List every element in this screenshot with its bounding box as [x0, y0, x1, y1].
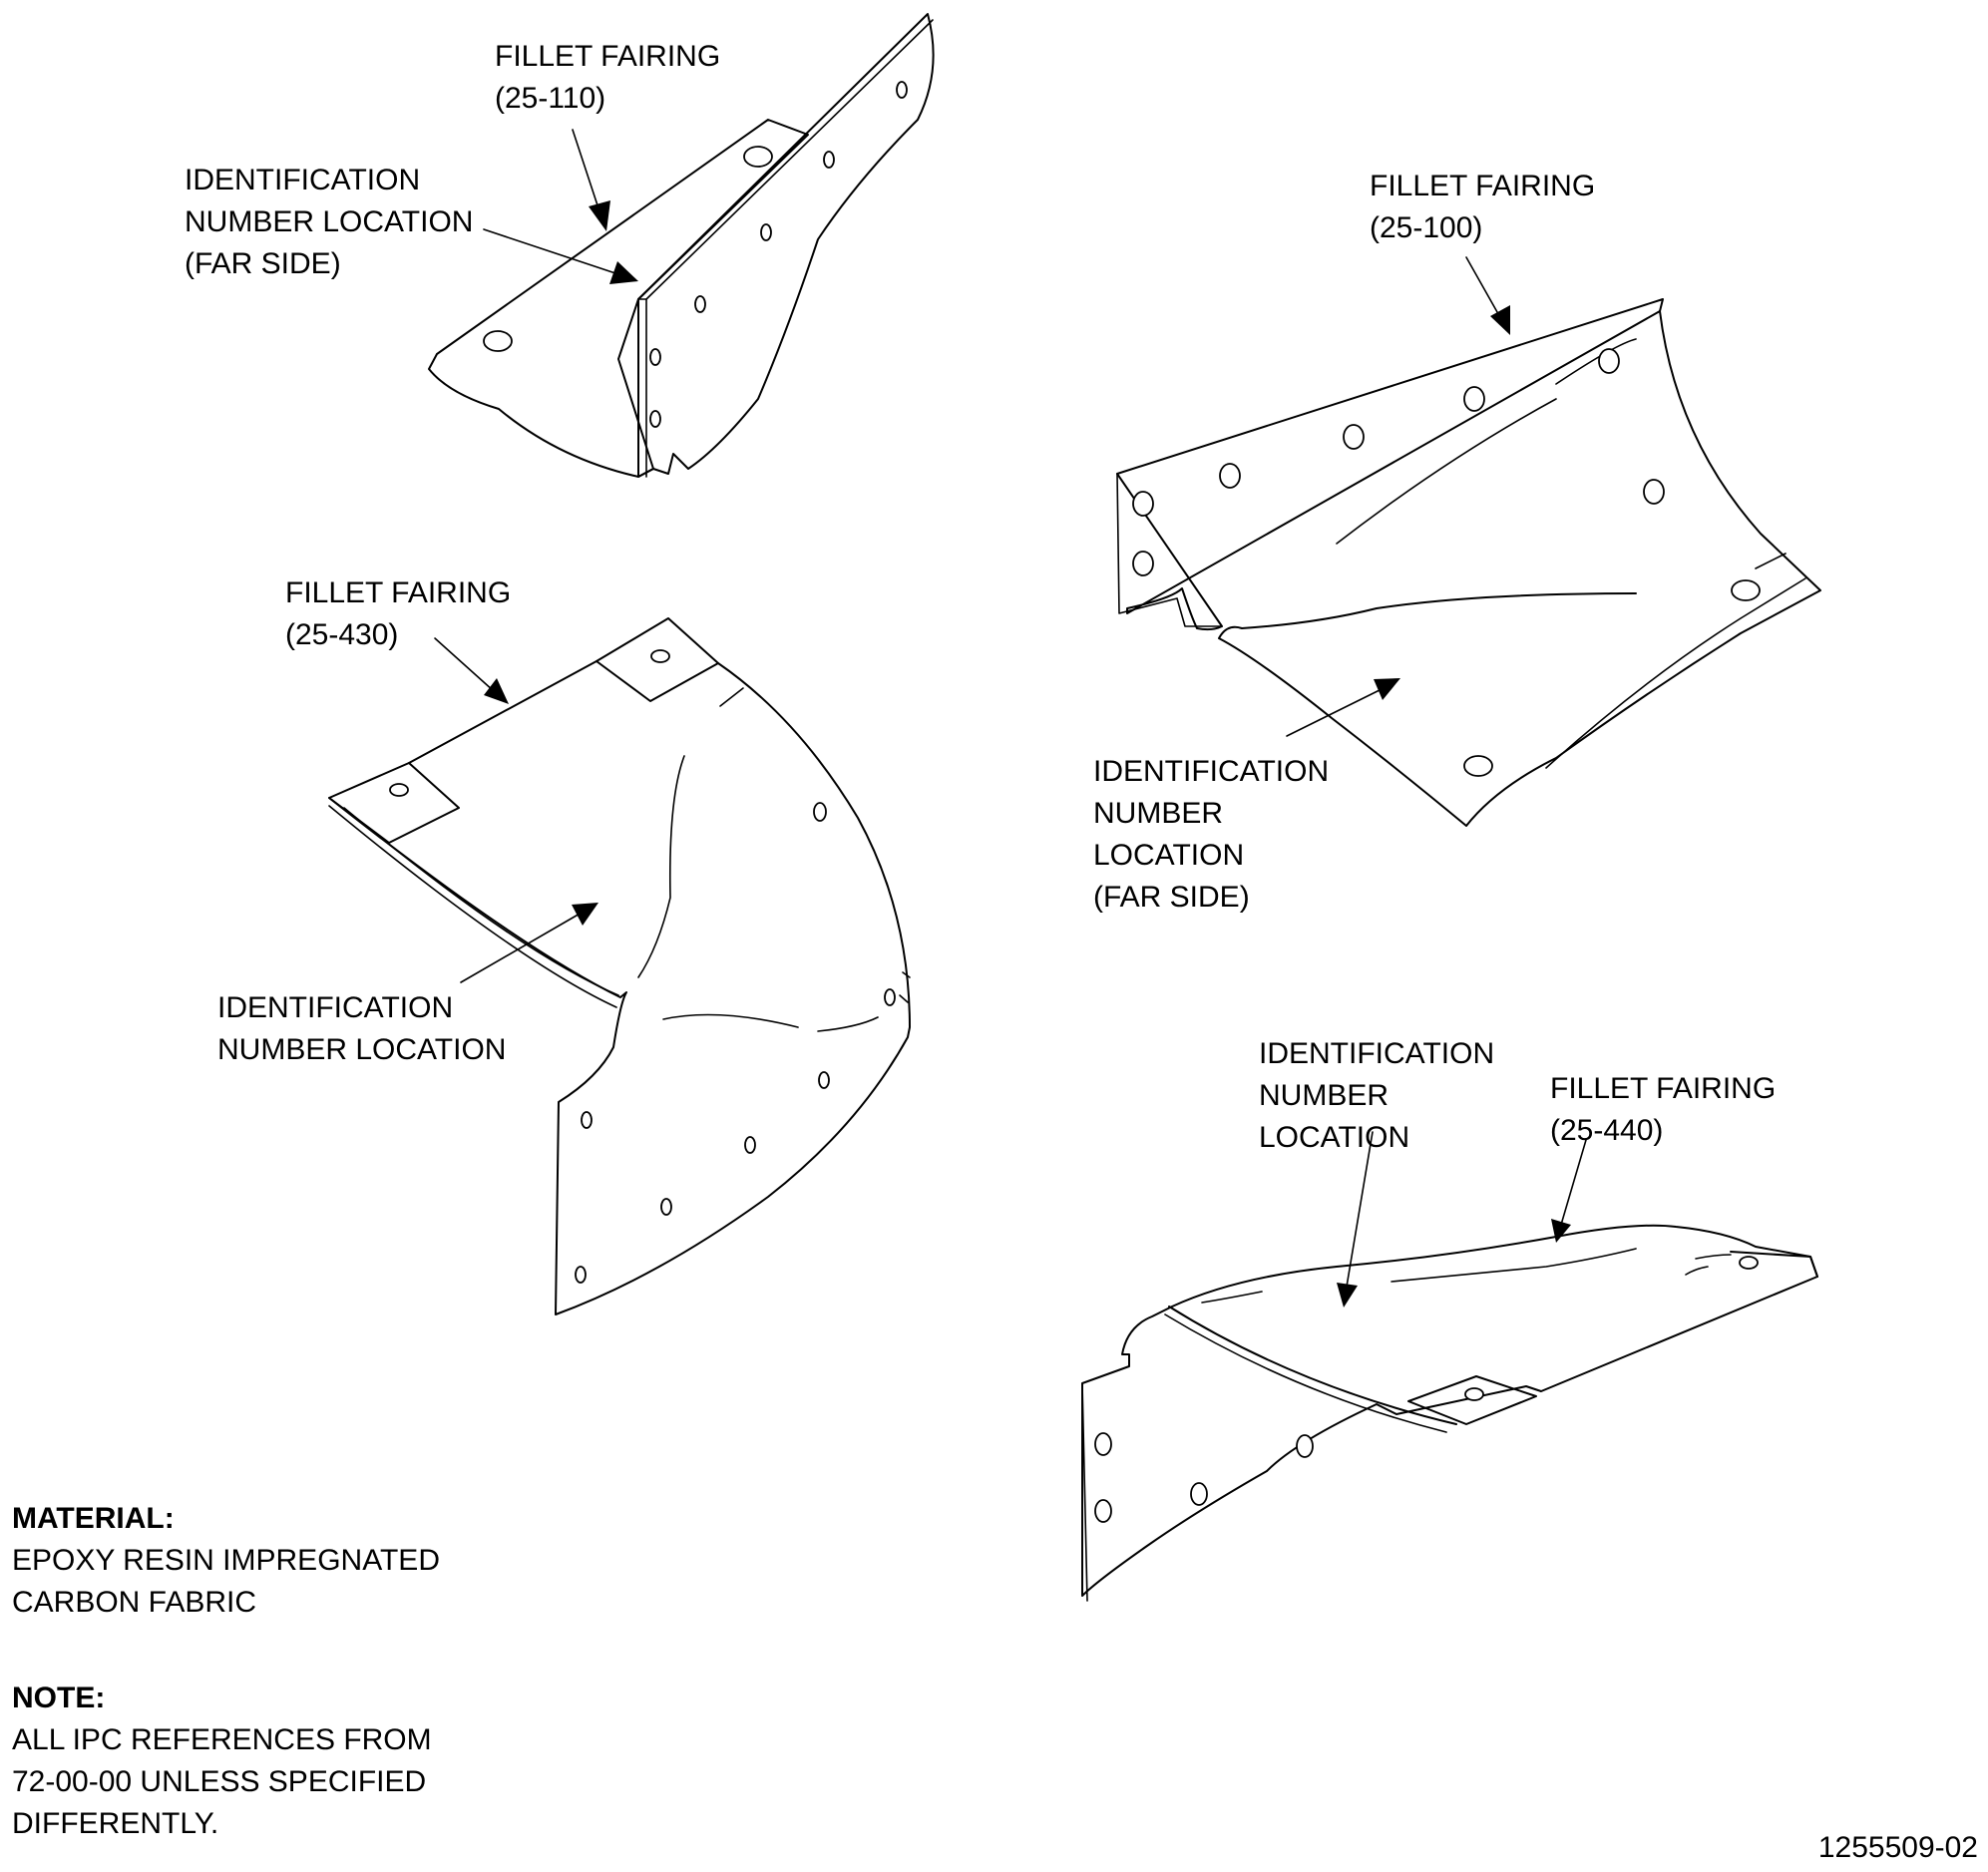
leader-line: [1346, 1131, 1374, 1288]
id-location-label-25-430-line2: NUMBER LOCATION: [217, 1033, 506, 1066]
fastener-hole: [1132, 491, 1154, 517]
part-ref-25-430: (25-430): [285, 618, 398, 651]
material-line2: CARBON FABRIC: [12, 1586, 256, 1619]
id-location-label-25-100-line2: NUMBER: [1093, 797, 1223, 830]
arrowhead: [1374, 678, 1400, 700]
fastener-hole: [1190, 1482, 1208, 1506]
arrowhead: [609, 261, 638, 284]
fastener-hole: [660, 1198, 672, 1216]
leader-line: [1560, 1139, 1587, 1226]
fillet-fairing-25-100: [1116, 256, 1821, 827]
arrowhead: [484, 678, 509, 704]
fastener-hole: [1094, 1432, 1112, 1456]
fastener-hole: [389, 783, 409, 797]
fastener-hole: [1296, 1434, 1314, 1458]
fastener-hole: [1643, 479, 1665, 505]
id-location-label-25-440-line2: NUMBER: [1259, 1079, 1389, 1112]
leader-line: [1286, 687, 1385, 737]
leader-line: [460, 912, 583, 983]
id-location-label-25-440-line1: IDENTIFICATION: [1259, 1037, 1494, 1070]
fastener-hole: [649, 348, 661, 366]
fillet-fairing-25-440: [1081, 1131, 1818, 1602]
leader-line: [434, 637, 495, 692]
note-line1: ALL IPC REFERENCES FROM: [12, 1723, 432, 1756]
note-line2: 72-00-00 UNLESS SPECIFIED: [12, 1765, 426, 1798]
fastener-hole: [1598, 348, 1620, 374]
fastener-hole: [694, 295, 706, 313]
leader-line: [1465, 256, 1502, 320]
fastener-hole: [1731, 579, 1761, 601]
id-location-label-25-100-line1: IDENTIFICATION: [1093, 755, 1329, 788]
note-line3: DIFFERENTLY.: [12, 1807, 218, 1840]
id-location-label-25-110-line3: (FAR SIDE): [185, 247, 341, 280]
fastener-hole: [581, 1111, 593, 1129]
fastener-hole: [744, 1136, 756, 1154]
fastener-hole: [1464, 1387, 1484, 1401]
fastener-hole: [813, 802, 827, 822]
fastener-hole: [649, 410, 661, 428]
part-title-25-430: FILLET FAIRING: [285, 576, 511, 609]
fastener-hole: [1463, 755, 1493, 777]
part-title-25-440: FILLET FAIRING: [1550, 1072, 1776, 1105]
part-ref-25-110: (25-110): [495, 82, 605, 115]
arrowhead: [589, 200, 610, 231]
arrowhead: [572, 903, 598, 926]
arrowhead: [1337, 1283, 1358, 1308]
fastener-hole: [1219, 463, 1241, 489]
id-location-label-25-430-line1: IDENTIFICATION: [217, 991, 453, 1024]
fastener-hole: [1739, 1256, 1759, 1270]
fastener-hole: [1463, 386, 1485, 412]
fastener-hole: [1094, 1499, 1112, 1523]
fillet-fairing-25-110: [428, 13, 935, 478]
material-line1: EPOXY RESIN IMPREGNATED: [12, 1544, 440, 1577]
fastener-hole: [818, 1071, 830, 1089]
fastener-hole: [760, 223, 772, 241]
part-title-25-100: FILLET FAIRING: [1370, 170, 1595, 202]
fastener-hole: [896, 81, 908, 99]
fillet-fairing-25-430: [328, 617, 911, 1315]
fastener-hole: [743, 146, 773, 168]
arrowhead: [1551, 1219, 1571, 1243]
fastener-hole: [884, 988, 896, 1006]
note-heading: NOTE:: [12, 1682, 105, 1714]
id-location-label-25-100-line3: LOCATION: [1093, 839, 1244, 872]
leader-line: [483, 228, 619, 275]
id-location-label-25-110-line2: NUMBER LOCATION: [185, 205, 473, 238]
part-ref-25-100: (25-100): [1370, 211, 1482, 244]
arrowhead: [1490, 305, 1510, 335]
id-location-label-25-110-line1: IDENTIFICATION: [185, 164, 420, 196]
id-location-label-25-440-line3: LOCATION: [1259, 1121, 1409, 1154]
fastener-hole: [650, 649, 670, 663]
fastener-hole: [1132, 551, 1154, 576]
fastener-hole: [575, 1266, 587, 1284]
material-heading: MATERIAL:: [12, 1502, 175, 1535]
fastener-hole: [483, 330, 513, 352]
leader-line: [572, 129, 601, 215]
fastener-hole: [1343, 424, 1365, 450]
part-title-25-110: FILLET FAIRING: [495, 40, 720, 73]
drawing-number: 1255509-02: [1818, 1831, 1978, 1864]
id-location-label-25-100-line4: (FAR SIDE): [1093, 881, 1250, 914]
fastener-hole: [823, 151, 835, 169]
part-ref-25-440: (25-440): [1550, 1114, 1663, 1147]
